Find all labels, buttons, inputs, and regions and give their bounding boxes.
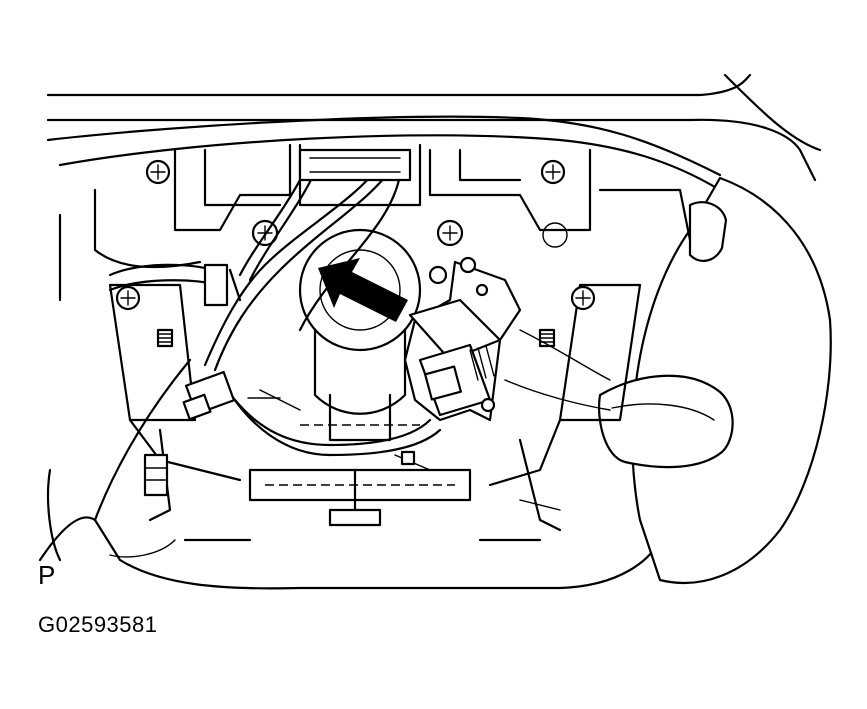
screw-icon: [542, 222, 568, 248]
direction-arrow-icon: [318, 258, 408, 322]
clips: [143, 328, 556, 497]
wire-harness: [108, 148, 442, 457]
screw-icon: [115, 285, 141, 311]
screw-icon: [540, 159, 566, 185]
screw-icon: [428, 265, 448, 285]
detail-lines: [109, 389, 561, 558]
connector-icon: [182, 370, 236, 421]
clip-icon: [156, 328, 174, 348]
screw-icon: [570, 285, 596, 311]
figure-id-label: G02593581: [38, 612, 158, 637]
clip-icon: [143, 453, 169, 497]
steering-wheel-rim: [38, 73, 822, 590]
screw-icon: [145, 159, 171, 185]
steering-shaft-boss: [298, 228, 422, 442]
combination-switch-housing: [598, 176, 832, 584]
airbag-connector: [403, 256, 611, 422]
view-marker-label: P: [38, 560, 56, 590]
screw-icon: [436, 219, 464, 247]
